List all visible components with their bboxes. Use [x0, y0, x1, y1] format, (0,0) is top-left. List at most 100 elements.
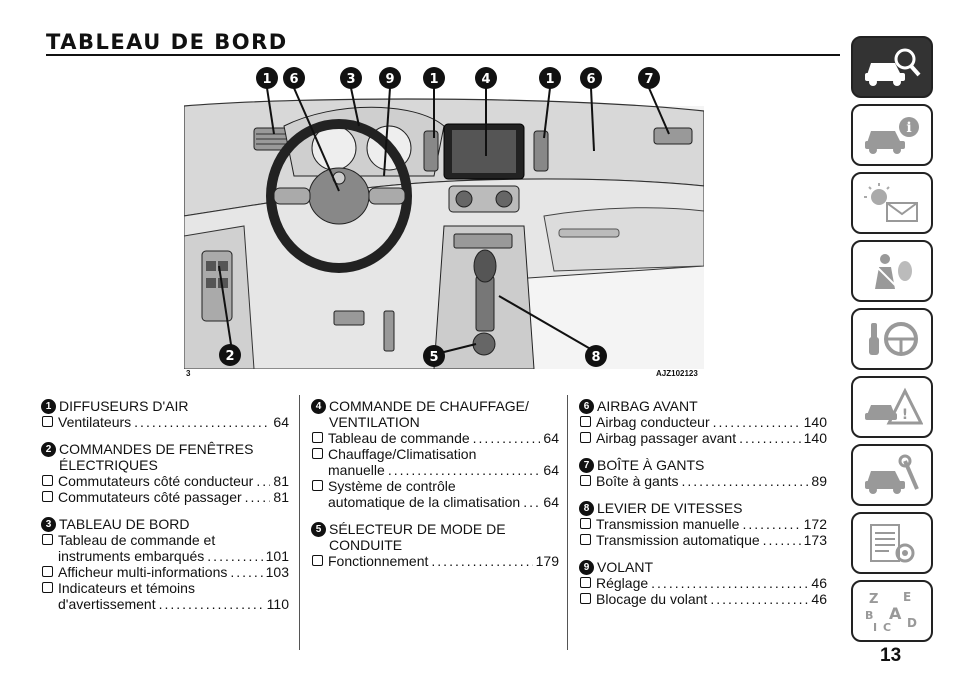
figure-code: AJZ102123	[656, 369, 698, 378]
callout-top-8: 6	[586, 72, 595, 87]
index-entry[interactable]: Commutateurs côté conducteur81	[41, 473, 289, 489]
index-entry[interactable]: Blocage du volant46	[579, 591, 827, 607]
tab-warning-lights[interactable]	[851, 172, 933, 234]
page-number: 13	[880, 645, 902, 666]
checkbox-icon	[580, 416, 591, 427]
callout-top-3: 3	[346, 72, 355, 87]
spec-list-gear-icon	[870, 524, 915, 563]
svg-text:C: C	[883, 621, 891, 633]
index-entry[interactable]: Afficheur multi-informations103	[41, 564, 289, 580]
page-ref: 140	[803, 414, 827, 430]
index-entry[interactable]: Airbag conducteur140	[579, 414, 827, 430]
warning-light-mail-icon	[864, 183, 918, 222]
svg-text:I: I	[873, 621, 877, 633]
index-entry[interactable]: Transmission automatique173	[579, 532, 827, 548]
section-number: 4	[311, 399, 326, 414]
checkbox-icon	[580, 518, 591, 529]
section-title: DIFFUSEURS D'AIR	[59, 398, 189, 414]
index-entry[interactable]: Ventilateurs64	[41, 414, 289, 430]
callout-top-7: 1	[545, 72, 554, 87]
page-ref: 110	[266, 596, 289, 612]
page-ref: 81	[273, 473, 289, 489]
callout-top-9: 7	[644, 72, 653, 87]
tab-car-info[interactable]: i	[851, 104, 933, 166]
page-ref: 101	[265, 548, 289, 564]
section-title: AIRBAG AVANT	[597, 398, 698, 414]
page-ref: 64	[543, 462, 559, 478]
svg-text:Z: Z	[869, 592, 878, 607]
figure-number: 3	[186, 369, 191, 378]
svg-text:i: i	[906, 120, 911, 136]
tab-technical-data[interactable]	[851, 512, 933, 574]
callout-top-6: 4	[481, 72, 490, 87]
tab-safety[interactable]	[851, 240, 933, 302]
checkbox-icon	[312, 480, 323, 491]
page-title: TABLEAU DE BORD	[46, 30, 288, 54]
tab-emergency[interactable]: !	[851, 376, 933, 438]
index-entry[interactable]: Commutateurs côté passager81	[41, 489, 289, 505]
dashboard-figure: 1 6 3 9 1 4 1 6 7 2 5 8	[184, 66, 704, 369]
page-ref: 46	[811, 591, 827, 607]
checkbox-icon	[312, 555, 323, 566]
callout-top-2: 6	[289, 72, 298, 87]
checkbox-icon	[42, 534, 53, 545]
checkbox-icon	[42, 582, 53, 593]
title-divider	[46, 54, 840, 56]
checkbox-icon	[42, 416, 53, 427]
checkbox-icon	[42, 475, 53, 486]
checkbox-icon	[580, 577, 591, 588]
car-info-icon: i	[865, 117, 919, 154]
index-entry[interactable]: Airbag passager avant140	[579, 430, 827, 446]
section-number: 1	[41, 399, 56, 414]
tab-index[interactable]: Z E B A I C D	[851, 580, 933, 642]
svg-text:!: !	[902, 407, 908, 423]
index-entry[interactable]: Transmission manuelle172	[579, 516, 827, 532]
section-title: LEVIER DE VITESSES	[597, 500, 743, 516]
page-ref: 64	[543, 430, 559, 446]
tab-starting-driving[interactable]	[851, 308, 933, 370]
checkbox-icon	[312, 432, 323, 443]
section-number: 2	[41, 442, 56, 457]
index-entry[interactable]: Chauffage/Climatisationmanuelle64	[311, 446, 559, 478]
section-number: 8	[579, 501, 594, 516]
section-number: 7	[579, 458, 594, 473]
page-ref: 172	[803, 516, 827, 532]
index-entry[interactable]: Boîte à gants89	[579, 473, 827, 489]
page-ref: 103	[265, 564, 289, 580]
index-entry[interactable]: Tableau de commande64	[311, 430, 559, 446]
section-title: COMMANDE DE CHAUFFAGE/ VENTILATION	[329, 398, 529, 430]
page-ref: 179	[535, 553, 559, 569]
index-entry[interactable]: Fonctionnement179	[311, 553, 559, 569]
checkbox-icon	[42, 491, 53, 502]
warning-triangle-car-icon: !	[865, 387, 923, 425]
checkbox-icon	[580, 475, 591, 486]
tab-car-search[interactable]	[851, 36, 933, 98]
page-ref: 64	[543, 494, 559, 510]
section-number: 5	[311, 522, 326, 537]
callout-top-4: 9	[385, 72, 394, 87]
callout-bottom-2: 5	[429, 350, 438, 365]
section-title: COMMANDES DE FENÊTRES ÉLECTRIQUES	[59, 441, 254, 473]
callout-bottom-1: 2	[225, 349, 234, 364]
index-entry[interactable]: Réglage46	[579, 575, 827, 591]
checkbox-icon	[580, 593, 591, 604]
page-ref: 46	[811, 575, 827, 591]
tab-maintenance[interactable]	[851, 444, 933, 506]
page-ref: 64	[273, 414, 289, 430]
key-steering-wheel-icon	[869, 322, 918, 356]
callout-top-1: 1	[262, 72, 271, 87]
page-ref: 173	[803, 532, 827, 548]
